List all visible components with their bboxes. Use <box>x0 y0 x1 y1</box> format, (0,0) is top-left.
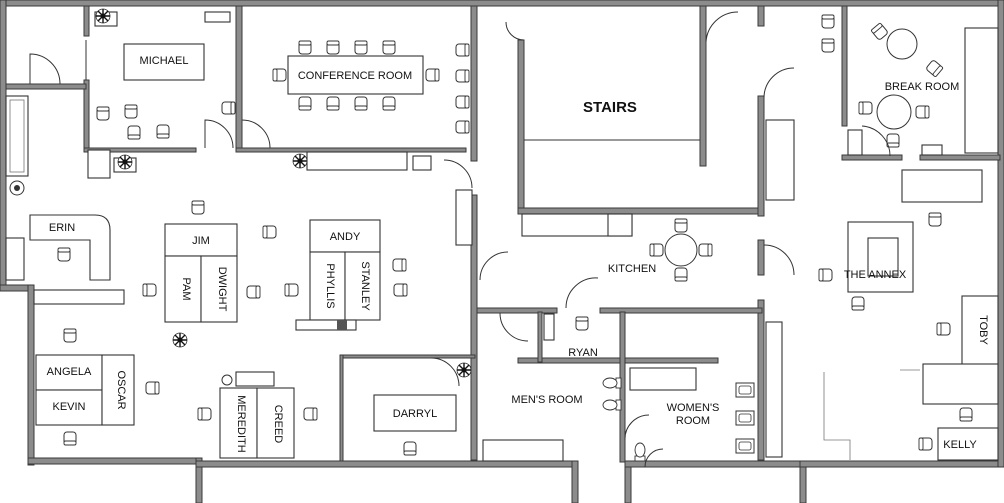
label-stairs: STAIRS <box>583 99 637 116</box>
label-kevin: KEVIN <box>52 401 85 413</box>
label-break-room: BREAK ROOM <box>885 81 960 93</box>
label-angela: ANGELA <box>47 366 92 378</box>
label-creed: CREED <box>272 405 284 444</box>
label-the-annex: THE ANNEX <box>844 269 907 281</box>
doors <box>29 11 891 468</box>
label-kitchen: KITCHEN <box>608 263 656 275</box>
label-pam: PAM <box>180 277 192 300</box>
label-toby: TOBY <box>977 315 989 345</box>
label-jim: JIM <box>192 235 210 247</box>
label-phyllis: PHYLLIS <box>324 263 336 308</box>
label-womens-room-1: WOMEN'S <box>667 402 720 414</box>
label-ryan: RYAN <box>568 347 598 359</box>
furniture <box>5 8 999 462</box>
label-womens-room-2: ROOM <box>676 415 710 427</box>
label-michael: MICHAEL <box>140 55 189 67</box>
label-dwight: DWIGHT <box>216 267 228 312</box>
label-kelly: KELLY <box>943 439 977 451</box>
label-andy: ANDY <box>330 231 361 243</box>
label-oscar: OSCAR <box>115 370 127 409</box>
label-erin: ERIN <box>49 222 75 234</box>
label-mens-room: MEN'S ROOM <box>511 394 582 406</box>
label-conference-room: CONFERENCE ROOM <box>298 70 412 82</box>
label-stanley: STANLEY <box>359 261 371 311</box>
label-meredith: MEREDITH <box>235 395 247 453</box>
room-labels: MICHAEL CONFERENCE ROOM STAIRS BREAK ROO… <box>47 55 989 453</box>
label-darryl: DARRYL <box>393 408 437 420</box>
